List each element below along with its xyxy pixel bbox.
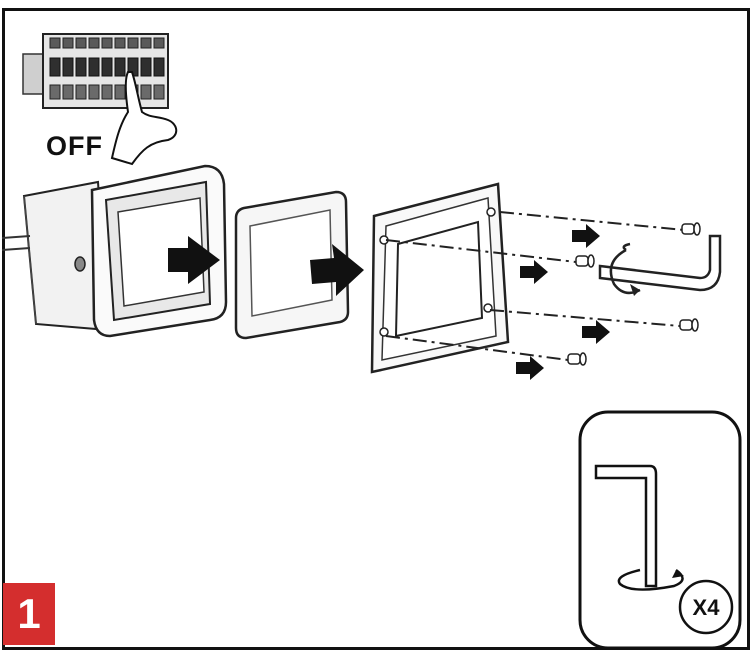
hand-icon <box>110 71 178 166</box>
diagram-border <box>2 8 750 650</box>
light-housing <box>1 164 228 338</box>
step-badge-bg <box>3 583 55 645</box>
screw-icons <box>567 222 701 366</box>
mounting-frame <box>370 182 510 374</box>
step-number-badge: 1 <box>17 590 41 637</box>
quantity-label: X4 <box>692 595 720 620</box>
hex-key-icon <box>598 234 722 296</box>
breaker-panel-icon <box>22 33 169 109</box>
off-label: OFF <box>46 131 103 161</box>
glass-panel <box>234 190 350 340</box>
tool-callout <box>578 410 742 650</box>
arrow-icons <box>168 224 610 380</box>
assembly-guide-lines <box>385 211 685 361</box>
